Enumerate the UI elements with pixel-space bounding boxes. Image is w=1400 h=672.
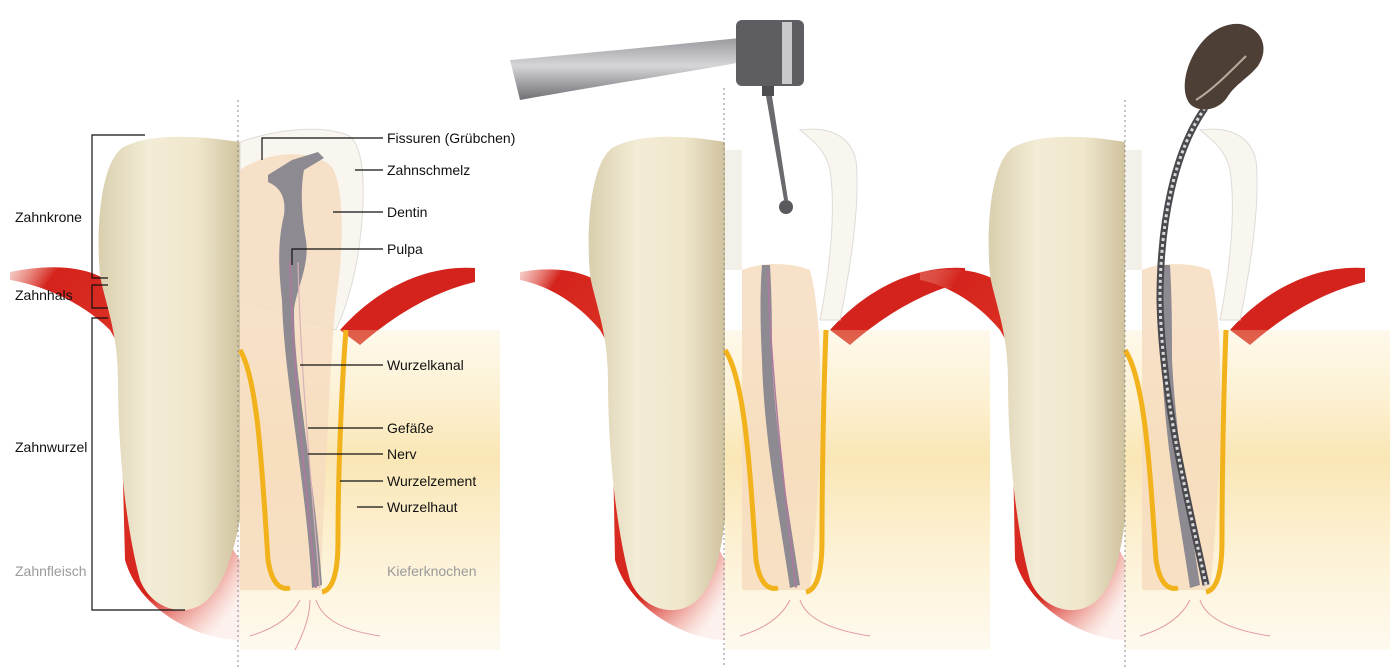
drilled-cavity: [1142, 138, 1210, 265]
label-vessels: Gefäße: [387, 420, 434, 436]
tooth-outer-half: [99, 137, 240, 610]
panel-drilling: [510, 20, 990, 668]
label-pulp: Pulpa: [387, 241, 423, 257]
enamel-layer: [725, 150, 742, 270]
enamel-layer: [1125, 150, 1142, 270]
label-dentin: Dentin: [387, 204, 427, 220]
drilled-cavity: [742, 138, 810, 265]
label-crown: Zahnkrone: [15, 209, 82, 225]
label-root: Zahnwurzel: [15, 439, 87, 455]
label-periodontium: Wurzelhaut: [387, 499, 458, 515]
panel-anatomy: Zahnkrone Zahnhals Zahnwurzel Zahnfleisc…: [10, 100, 515, 668]
label-nerve: Nerv: [387, 446, 417, 462]
label-enamel: Zahnschmelz: [387, 162, 470, 178]
label-root-canal: Wurzelkanal: [387, 357, 464, 373]
label-jawbone: Kieferknochen: [387, 563, 477, 579]
label-neck: Zahnhals: [15, 287, 73, 303]
panel-root-canal-file: [920, 24, 1390, 668]
label-fissures: Fissuren (Grübchen): [387, 130, 515, 146]
tooth-outer-half: [989, 137, 1125, 610]
label-gum: Zahnfleisch: [15, 563, 87, 579]
label-cementum: Wurzelzement: [387, 473, 476, 489]
tooth-outer-half: [589, 137, 725, 610]
